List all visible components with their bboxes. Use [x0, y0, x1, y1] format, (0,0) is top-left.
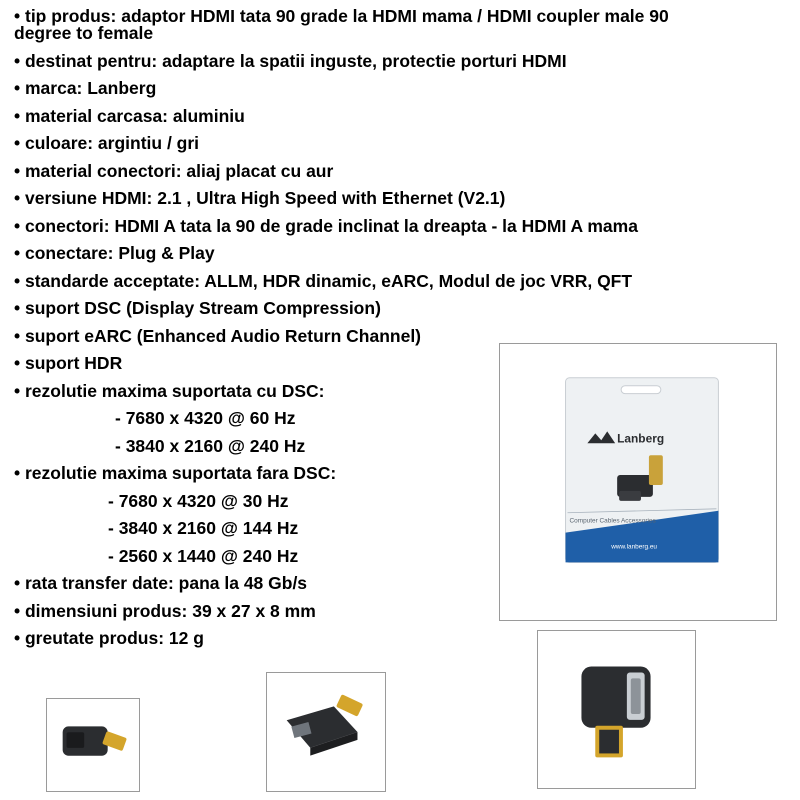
package-divider	[567, 508, 717, 514]
spec-list: • tip produs: adaptor HDMI tata 90 grade…	[14, 6, 704, 658]
spec-sub-item: - 3840 x 2160 @ 240 Hz	[115, 435, 306, 456]
package-subtitle: Computer Cables Accessories	[569, 518, 655, 525]
product-package-photo: Lanberg Computer Cables Accessories www.…	[499, 343, 777, 621]
adapter-angle-view-photo	[266, 672, 386, 792]
package-blue-band	[565, 510, 719, 563]
spec-item: • dimensiuni produs: 39 x 27 x 8 mm	[14, 600, 316, 621]
hdmi-female-port	[66, 732, 85, 748]
package-illustration: Lanberg Computer Cables Accessories www.…	[565, 377, 719, 563]
adapter-body-side	[310, 732, 358, 756]
spec-sub-item: - 7680 x 4320 @ 30 Hz	[108, 490, 289, 511]
adapter-side-view-photo	[46, 698, 140, 792]
adapter-top-illustration	[581, 666, 651, 758]
adapter-body	[286, 706, 358, 748]
spec-item: • suport HDR	[14, 353, 123, 373]
lanberg-logo-icon	[587, 431, 616, 444]
spec-item: • greutate produs: 12 g	[14, 628, 204, 648]
spec-sub-item: - 7680 x 4320 @ 60 Hz	[115, 408, 296, 428]
hdmi-plug-cavity	[599, 729, 619, 754]
hdmi-gold-plug	[102, 731, 127, 751]
package-website: www.lanberg.eu	[610, 544, 657, 551]
spec-item: • destinat pentru: adaptare la spatii in…	[14, 50, 567, 71]
spec-sub-item: - 2560 x 1440 @ 240 Hz	[108, 545, 299, 566]
spec-item: • conectori: HDMI A tata la 90 de grade …	[14, 215, 638, 236]
hdmi-gold-plug	[336, 694, 363, 717]
spec-item: • material carcasa: aluminiu	[14, 105, 245, 126]
spec-item: • suport DSC (Display Stream Compression…	[14, 298, 381, 318]
spec-sub-item: - 3840 x 2160 @ 144 Hz	[108, 518, 299, 538]
adapter-in-package	[617, 455, 663, 501]
spec-item: • material conectori: aliaj placat cu au…	[14, 160, 334, 181]
spec-item: • tip produs: adaptor HDMI tata 90 grade…	[14, 6, 669, 43]
spec-item: • rata transfer date: pana la 48 Gb/s	[14, 573, 308, 593]
spec-item: • suport eARC (Enhanced Audio Return Cha…	[14, 325, 422, 346]
spec-item: • standarde acceptate: ALLM, HDR dinamic…	[14, 270, 633, 291]
spec-item: • rezolutie maxima suportata cu DSC:	[14, 380, 325, 401]
spec-item: • versiune HDMI: 2.1 , Ultra High Speed …	[14, 188, 506, 208]
adapter-top-view-photo	[537, 630, 696, 789]
spec-item: • rezolutie maxima suportata fara DSC:	[14, 463, 337, 483]
hdmi-female-port	[291, 722, 312, 739]
adapter-port	[630, 678, 641, 714]
package-brand: Lanberg	[617, 431, 664, 445]
spec-item: • marca: Lanberg	[14, 78, 157, 98]
adapter-angle-illustration	[286, 694, 363, 756]
spec-item: • culoare: argintiu / gri	[14, 133, 200, 153]
adapter-side-illustration	[62, 726, 127, 756]
spec-item: • conectare: Plug & Play	[14, 243, 215, 263]
hang-hole	[620, 385, 662, 395]
